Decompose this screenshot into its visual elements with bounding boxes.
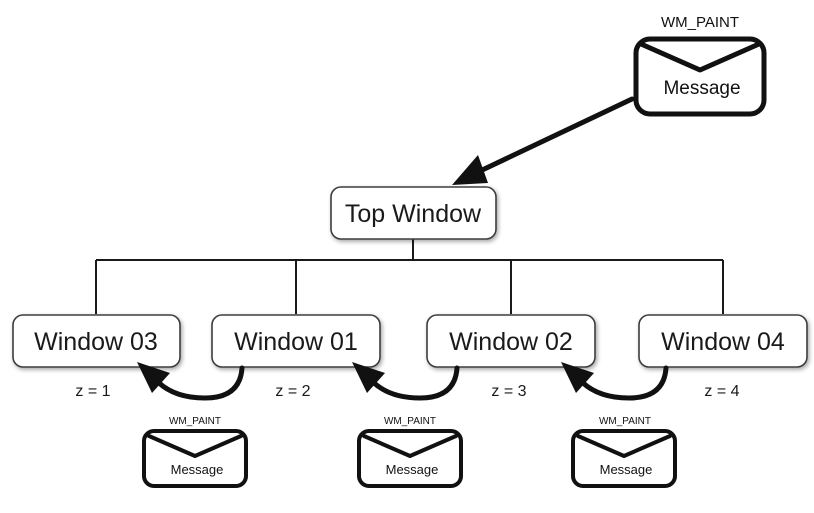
window-node-02: Window 02 xyxy=(426,314,596,368)
message-envelope-3: WM_PAINT Message xyxy=(571,416,677,488)
message-envelope-1: WM_PAINT Message xyxy=(142,416,248,488)
top-window-box xyxy=(330,186,497,240)
forward-arrow-02-to-01-head xyxy=(352,362,385,393)
forward-arrow-04-to-02 xyxy=(561,362,669,401)
window-node-01: Window 01 xyxy=(211,314,381,368)
envelope-flap-2 xyxy=(362,434,458,458)
z-label-window-04: z = 4 xyxy=(704,383,739,400)
window-02-box xyxy=(426,314,596,368)
forward-arrow-01-to-03-curve xyxy=(155,365,245,401)
envelope-flap-1 xyxy=(147,434,243,458)
window-node-04: Window 04 xyxy=(638,314,808,368)
window-04-box xyxy=(638,314,808,368)
window-03-label: Window 03 xyxy=(34,328,158,356)
incoming-arrow-head xyxy=(452,155,488,185)
forward-arrow-04-to-02-curve xyxy=(579,365,669,401)
z-label-window-03: z = 1 xyxy=(75,383,110,400)
message-3-label: WM_PAINT xyxy=(599,416,651,427)
window-01-label: Window 01 xyxy=(234,328,358,356)
top-window-label: Top Window xyxy=(345,200,482,228)
message-1-caption: Message xyxy=(171,462,224,477)
tree-connectors xyxy=(95,238,724,314)
incoming-arrow xyxy=(452,96,635,185)
top-wm-paint-envelope: WM_PAINT Message xyxy=(633,14,767,117)
forward-arrow-04-to-02-head xyxy=(561,362,594,393)
window-01-box xyxy=(211,314,381,368)
top-window-node: Top Window xyxy=(330,186,497,240)
window-03-box xyxy=(12,314,181,368)
window-node-03: Window 03 xyxy=(12,314,181,368)
message-envelope-2: WM_PAINT Message xyxy=(357,416,463,488)
message-3-caption: Message xyxy=(600,462,653,477)
window-02-label: Window 02 xyxy=(449,328,573,356)
incoming-arrow-shaft xyxy=(475,96,635,175)
forward-arrow-02-to-01 xyxy=(352,362,460,401)
message-1-label: WM_PAINT xyxy=(169,416,221,427)
z-label-window-02: z = 3 xyxy=(491,383,526,400)
message-2-label: WM_PAINT xyxy=(384,416,436,427)
message-2-caption: Message xyxy=(386,462,439,477)
z-label-window-01: z = 2 xyxy=(275,383,310,400)
top-wm-paint-label: WM_PAINT xyxy=(661,14,739,31)
envelope-flap-3 xyxy=(576,434,672,458)
forward-arrow-01-to-03 xyxy=(137,362,245,401)
window-04-label: Window 04 xyxy=(661,328,785,356)
top-envelope-flap xyxy=(638,41,762,73)
top-envelope-caption: Message xyxy=(663,78,740,99)
forward-arrow-01-to-03-head xyxy=(137,362,170,393)
forward-arrow-02-to-01-curve xyxy=(370,365,460,401)
